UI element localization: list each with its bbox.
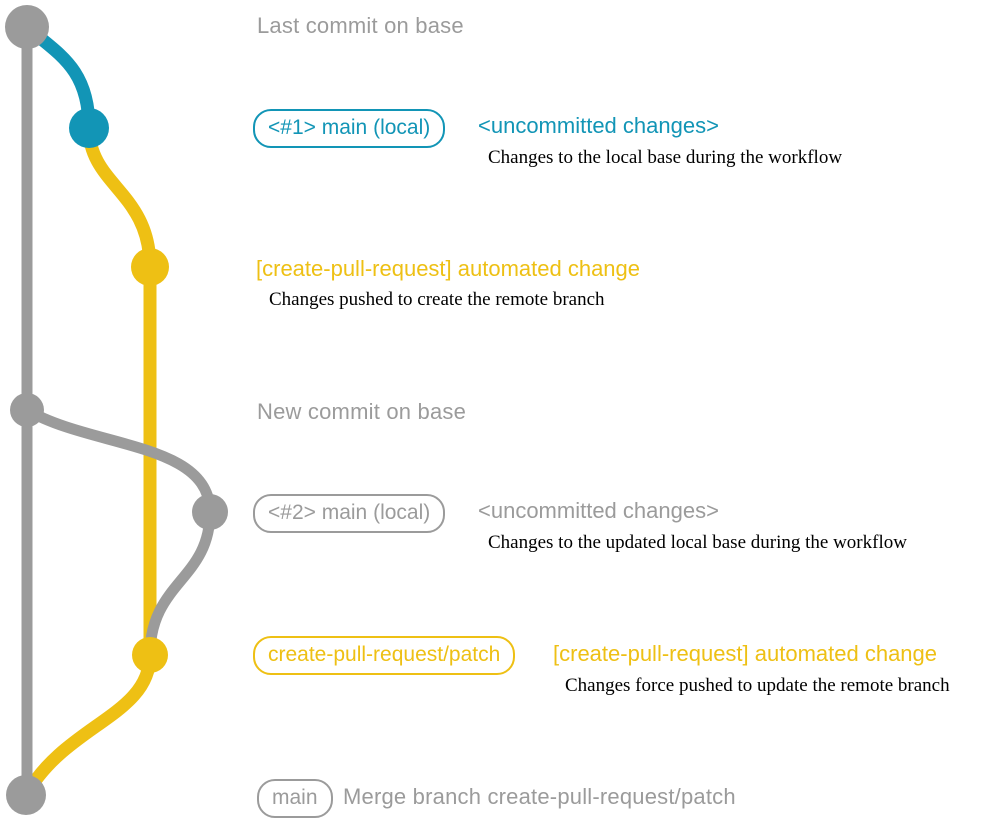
branch-badge-main: main <box>257 779 333 819</box>
commit-node-automated-1 <box>131 248 169 286</box>
commit-node-automated-2 <box>132 637 168 673</box>
note-push-create-remote: Changes pushed to create the remote bran… <box>269 289 605 310</box>
branch-badge-create-pull-request-patch: create-pull-request/patch <box>253 636 516 676</box>
branch-badge-main-local-2: <#2> main (local) <box>253 494 446 534</box>
label-uncommitted-changes-1: <uncommitted changes> <box>478 113 719 138</box>
caption-new-commit-on-base: New commit on base <box>257 399 467 424</box>
note-local-base-changes-2: Changes to the updated local base during… <box>488 532 907 553</box>
branch-badge-main-local-1: <#1> main (local) <box>253 109 446 149</box>
edge-local-main-rebase <box>144 506 216 661</box>
edge-patch-merge-into-main <box>19 648 157 802</box>
note-force-push-update-remote: Changes force pushed to update the remot… <box>565 675 950 696</box>
edge-patch-branch <box>82 121 157 664</box>
label-automated-change-1: [create-pull-request] automated change <box>256 256 641 281</box>
note-local-base-changes-1: Changes to the local base during the wor… <box>488 147 843 168</box>
edge-local-main-2 <box>21 404 216 518</box>
label-uncommitted-changes-2: <uncommitted changes> <box>478 498 719 523</box>
commit-node-uncommitted-1 <box>69 108 109 148</box>
label-merge-branch-message: Merge branch create-pull-request/patch <box>343 784 736 809</box>
commit-node-new-base <box>10 393 44 427</box>
commit-graph <box>5 5 228 815</box>
label-automated-change-2: [create-pull-request] automated change <box>553 641 938 666</box>
commit-node-uncommitted-2 <box>192 494 228 530</box>
commit-node-last-base <box>5 5 49 49</box>
caption-last-commit-on-base: Last commit on base <box>257 13 464 38</box>
commit-node-merge <box>6 775 46 815</box>
